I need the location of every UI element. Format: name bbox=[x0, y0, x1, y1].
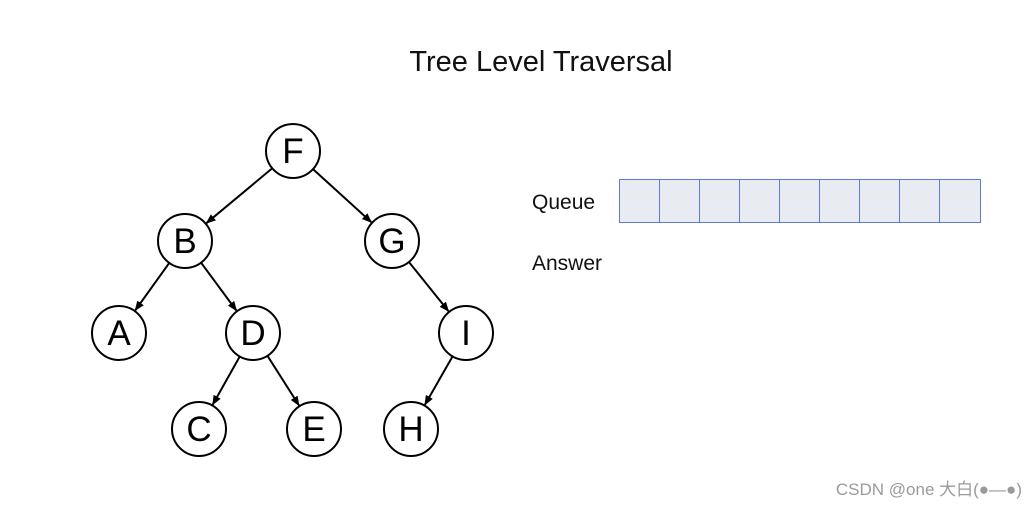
edge-b-d bbox=[200, 262, 238, 312]
queue-slot bbox=[940, 180, 980, 222]
node-label: I bbox=[461, 314, 471, 353]
tree-node-e: E bbox=[286, 401, 342, 457]
node-label: G bbox=[378, 222, 405, 261]
queue-slot bbox=[780, 180, 820, 222]
queue-slot bbox=[700, 180, 740, 222]
node-circle bbox=[91, 305, 147, 361]
node-label: C bbox=[186, 410, 211, 449]
tree-node-f: F bbox=[265, 123, 321, 179]
node-label: H bbox=[398, 410, 423, 449]
node-circle bbox=[157, 213, 213, 269]
node-circle bbox=[438, 305, 494, 361]
queue-slot bbox=[900, 180, 940, 222]
tree-node-i: I bbox=[438, 305, 494, 361]
watermark: CSDN @one 大白(●—●) bbox=[835, 480, 1022, 499]
node-label: A bbox=[107, 314, 131, 353]
edge-f-b bbox=[205, 167, 273, 224]
node-label: F bbox=[282, 132, 303, 171]
diagram-title: Tree Level Traversal bbox=[409, 46, 673, 78]
node-label: D bbox=[240, 314, 265, 353]
node-circle bbox=[364, 213, 420, 269]
node-label: E bbox=[302, 410, 325, 449]
edge-b-a bbox=[134, 262, 171, 312]
node-circle bbox=[265, 123, 321, 179]
queue-slot bbox=[740, 180, 780, 222]
node-label: B bbox=[173, 222, 196, 261]
queue-slot bbox=[620, 180, 660, 222]
edge-d-e bbox=[266, 355, 300, 407]
binary-tree-diagram: F B G A D I C E H bbox=[91, 123, 494, 457]
queue-label: Queue bbox=[532, 191, 596, 214]
tree-node-h: H bbox=[383, 401, 439, 457]
edge-g-i bbox=[408, 261, 450, 312]
tree-node-c: C bbox=[171, 401, 227, 457]
tree-node-a: A bbox=[91, 305, 147, 361]
tree-node-g: G bbox=[364, 213, 420, 269]
tree-nodes: F B G A D I C E H bbox=[91, 123, 494, 457]
answer-label: Answer bbox=[532, 252, 603, 275]
queue-box bbox=[619, 179, 981, 223]
node-circle bbox=[383, 401, 439, 457]
queue-slot bbox=[660, 180, 700, 222]
node-circle bbox=[286, 401, 342, 457]
edge-i-h bbox=[424, 355, 454, 406]
edge-d-c bbox=[211, 356, 241, 406]
edge-f-g bbox=[312, 168, 373, 223]
tree-edges bbox=[134, 167, 454, 407]
node-circle bbox=[171, 401, 227, 457]
node-circle bbox=[225, 305, 281, 361]
tree-node-b: B bbox=[157, 213, 213, 269]
queue-slot bbox=[860, 180, 900, 222]
tree-node-d: D bbox=[225, 305, 281, 361]
queue-slot bbox=[820, 180, 860, 222]
